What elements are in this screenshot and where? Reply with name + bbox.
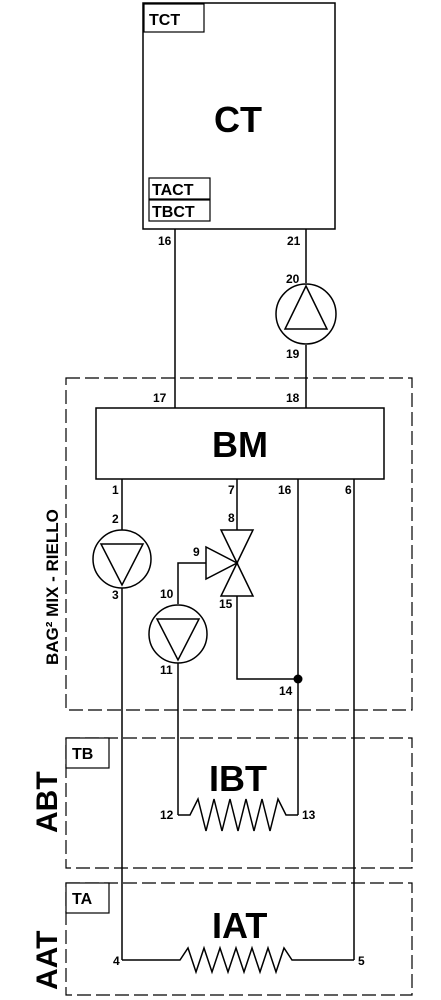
node-2: 2	[112, 512, 119, 526]
node-17: 17	[153, 391, 167, 405]
node-19: 19	[286, 347, 300, 361]
aat-group-box	[65, 882, 413, 996]
node-1: 1	[112, 483, 119, 497]
node-21: 21	[287, 234, 301, 248]
abt-group-label: ABT	[31, 771, 64, 833]
tact-tag: TACT	[152, 182, 194, 199]
tbct-tag-box	[148, 199, 211, 222]
tct-tag-box	[143, 3, 205, 33]
bm-unit-box	[95, 407, 385, 480]
heat-exchanger-ibt-icon	[178, 796, 298, 832]
pipe-15-14	[236, 596, 298, 680]
node-20: 20	[286, 272, 300, 286]
node-18: 18	[286, 391, 300, 405]
bag-group-box	[65, 377, 413, 711]
node-6: 6	[345, 483, 352, 497]
ta-tag: TA	[72, 891, 93, 908]
ct-title: CT	[214, 99, 262, 140]
tct-tag: TCT	[149, 12, 180, 29]
node-14: 14	[279, 684, 293, 698]
tact-tag-box	[148, 177, 211, 200]
abt-group-box	[65, 737, 413, 869]
three-way-valve-icon	[205, 529, 255, 597]
pump-icon	[92, 529, 152, 589]
node-7: 7	[228, 483, 235, 497]
node-16-bottom: 16	[278, 483, 292, 497]
heat-exchanger-iat-icon	[122, 945, 354, 975]
tbct-tag: TBCT	[152, 204, 195, 221]
node-11: 11	[160, 663, 173, 677]
pipe-9-10	[177, 562, 206, 604]
pump-icon	[148, 604, 208, 664]
node-8: 8	[228, 511, 235, 525]
node-10: 10	[160, 587, 174, 601]
node-15: 15	[219, 597, 233, 611]
tb-tag-box	[65, 737, 110, 769]
pump-icon	[275, 283, 337, 345]
node-3: 3	[112, 588, 119, 602]
node-9: 9	[193, 545, 200, 559]
tb-tag: TB	[72, 746, 93, 763]
node-12: 12	[160, 808, 174, 822]
node-16-top: 16	[158, 234, 172, 248]
node-4: 4	[113, 954, 120, 968]
ct-unit-box	[142, 2, 336, 230]
bag-group-label: BAG² MIX - RIELLO	[43, 509, 62, 665]
ta-tag-box	[65, 882, 110, 914]
node-13: 13	[302, 808, 316, 822]
bm-title: BM	[212, 424, 268, 465]
ibt-title: IBT	[209, 758, 267, 799]
node-5: 5	[358, 954, 365, 968]
iat-title: IAT	[212, 905, 267, 946]
aat-group-label: AAT	[31, 931, 64, 990]
